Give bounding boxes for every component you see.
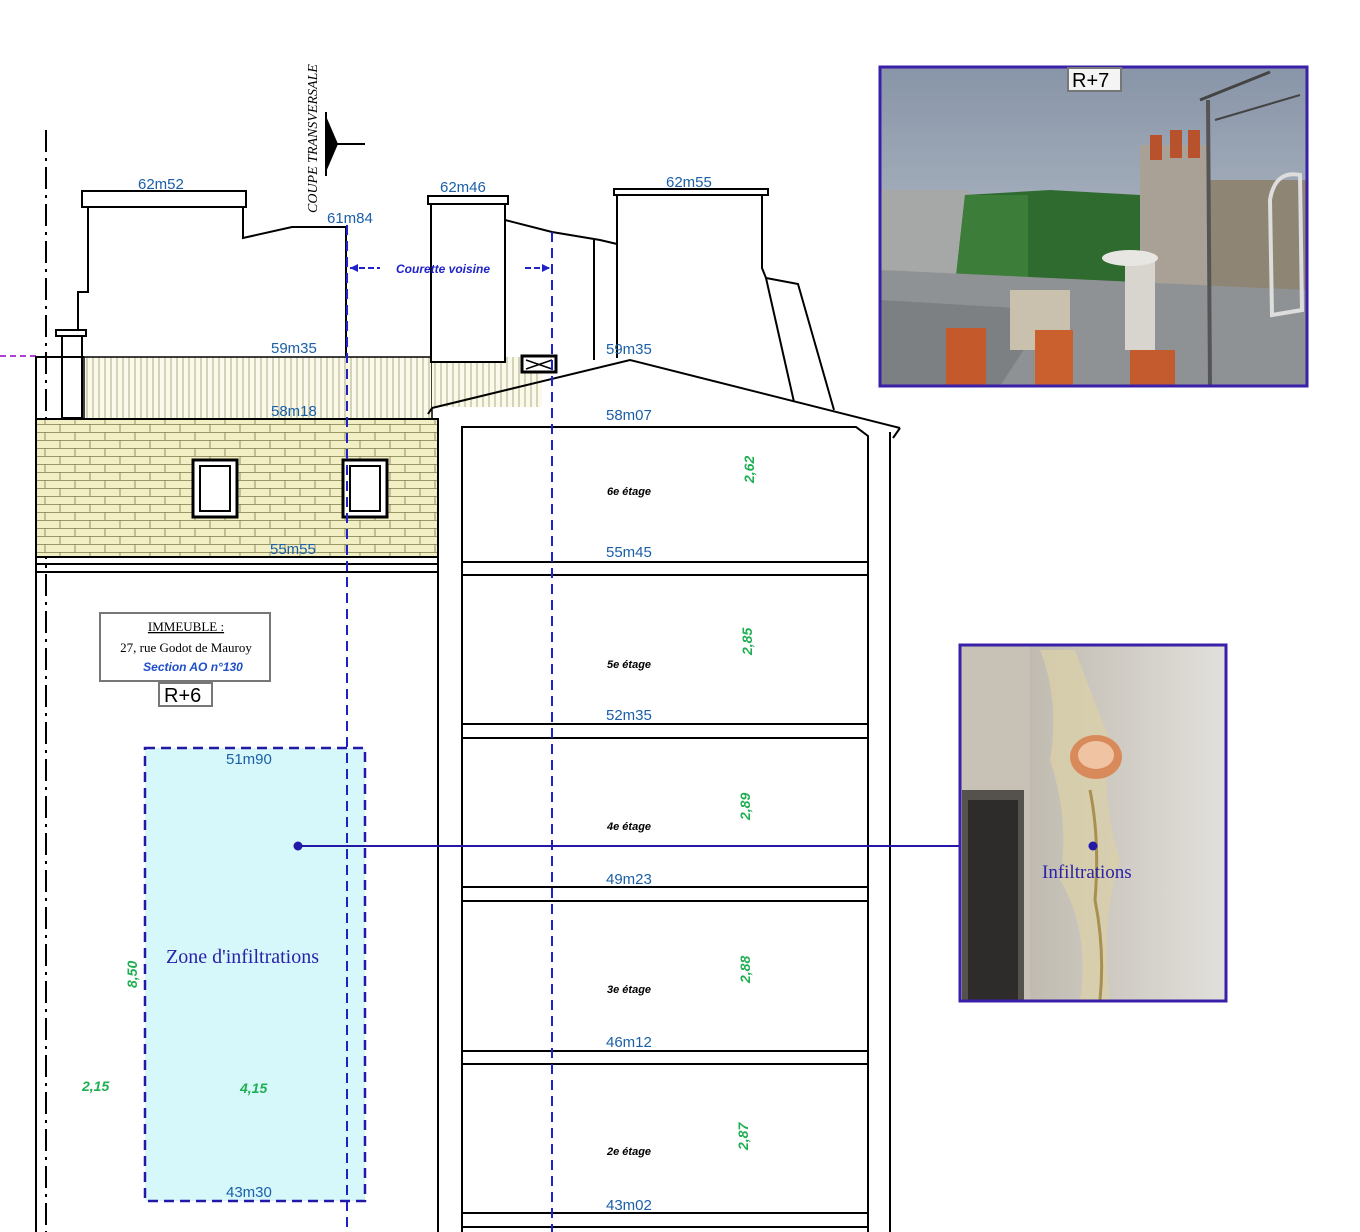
section-label: COUPE TRANSVERSALE — [306, 64, 321, 213]
elev-zone-bottom: 43m30 — [226, 1184, 272, 1201]
r7-tag: R+7 — [1072, 70, 1109, 92]
floor-heights: 2,62 2,85 2,89 2,88 2,87 — [735, 456, 757, 1151]
right-building — [461, 426, 891, 1232]
elev-floor-4: 49m23 — [606, 871, 652, 888]
floor-height-5: 2,85 — [739, 628, 755, 656]
floor-height-6: 2,62 — [741, 456, 757, 484]
middle-chimney — [427, 195, 618, 374]
building-box-address: 27, rue Godot de Mauroy — [120, 640, 252, 655]
building-box-section: Section AO n°130 — [143, 660, 243, 674]
elev-eave-right: 59m35 — [606, 341, 652, 358]
elev-roof-base-right: 58m07 — [606, 407, 652, 424]
interior-photo — [958, 643, 1228, 1003]
elev-roof-base-left: 58m18 — [271, 403, 317, 420]
left-roof-profile — [55, 190, 347, 419]
zone-width-dim: 4,15 — [239, 1080, 267, 1096]
elev-floor-6: 55m45 — [606, 544, 652, 561]
building-info-box — [99, 612, 271, 682]
r6-tag-box — [158, 682, 213, 707]
floor-label-5: 5e étage — [607, 659, 651, 671]
elev-chimney-left: 62m52 — [138, 176, 184, 193]
r7-tag-box — [1067, 67, 1122, 92]
zone-label: Zone d'infiltrations — [166, 946, 319, 968]
elev-floor-left: 55m55 — [270, 541, 316, 558]
elev-floor-3: 46m12 — [606, 1034, 652, 1051]
elevation-labels: 62m52 62m46 62m55 61m84 59m35 59m35 58m1… — [138, 174, 712, 1214]
floor-label-6: 6e étage — [607, 486, 651, 498]
right-chimney — [427, 188, 901, 439]
section-arrow-icon — [325, 112, 365, 176]
roof-hatch — [83, 356, 433, 420]
floor-label-2: 2e étage — [606, 1146, 651, 1158]
elev-zone-top: 51m90 — [226, 751, 272, 768]
infiltration-zone — [143, 746, 367, 1203]
elev-eave-left: 59m35 — [271, 340, 317, 357]
zone-offset-dim: 2,15 — [81, 1078, 109, 1094]
floor-height-2: 2,87 — [735, 1122, 751, 1151]
building-box-title: IMMEUBLE : — [148, 619, 224, 634]
courette-label: Courette voisine — [396, 262, 490, 276]
leader-dot-right — [1088, 841, 1098, 851]
leader-dot-left — [293, 841, 303, 851]
infiltrations-label: Infiltrations — [1042, 862, 1132, 883]
floor-labels: 6e étage 5e étage 4e étage 3e étage 2e é… — [606, 486, 651, 1158]
floor-label-4: 4e étage — [606, 821, 651, 833]
floor-height-4: 2,89 — [737, 793, 753, 821]
elev-chimney-right: 62m55 — [666, 174, 712, 191]
elev-ridge: 61m84 — [327, 210, 373, 227]
rooftop-photo — [878, 65, 1309, 388]
elev-floor-2: 43m02 — [606, 1197, 652, 1214]
floor-label-3: 3e étage — [607, 984, 651, 996]
floor-height-3: 2,88 — [737, 956, 753, 984]
zone-height-dim: 8,50 — [124, 961, 140, 988]
elev-chimney-mid: 62m46 — [440, 179, 486, 196]
r6-tag: R+6 — [164, 685, 201, 707]
elev-floor-5: 52m35 — [606, 707, 652, 724]
